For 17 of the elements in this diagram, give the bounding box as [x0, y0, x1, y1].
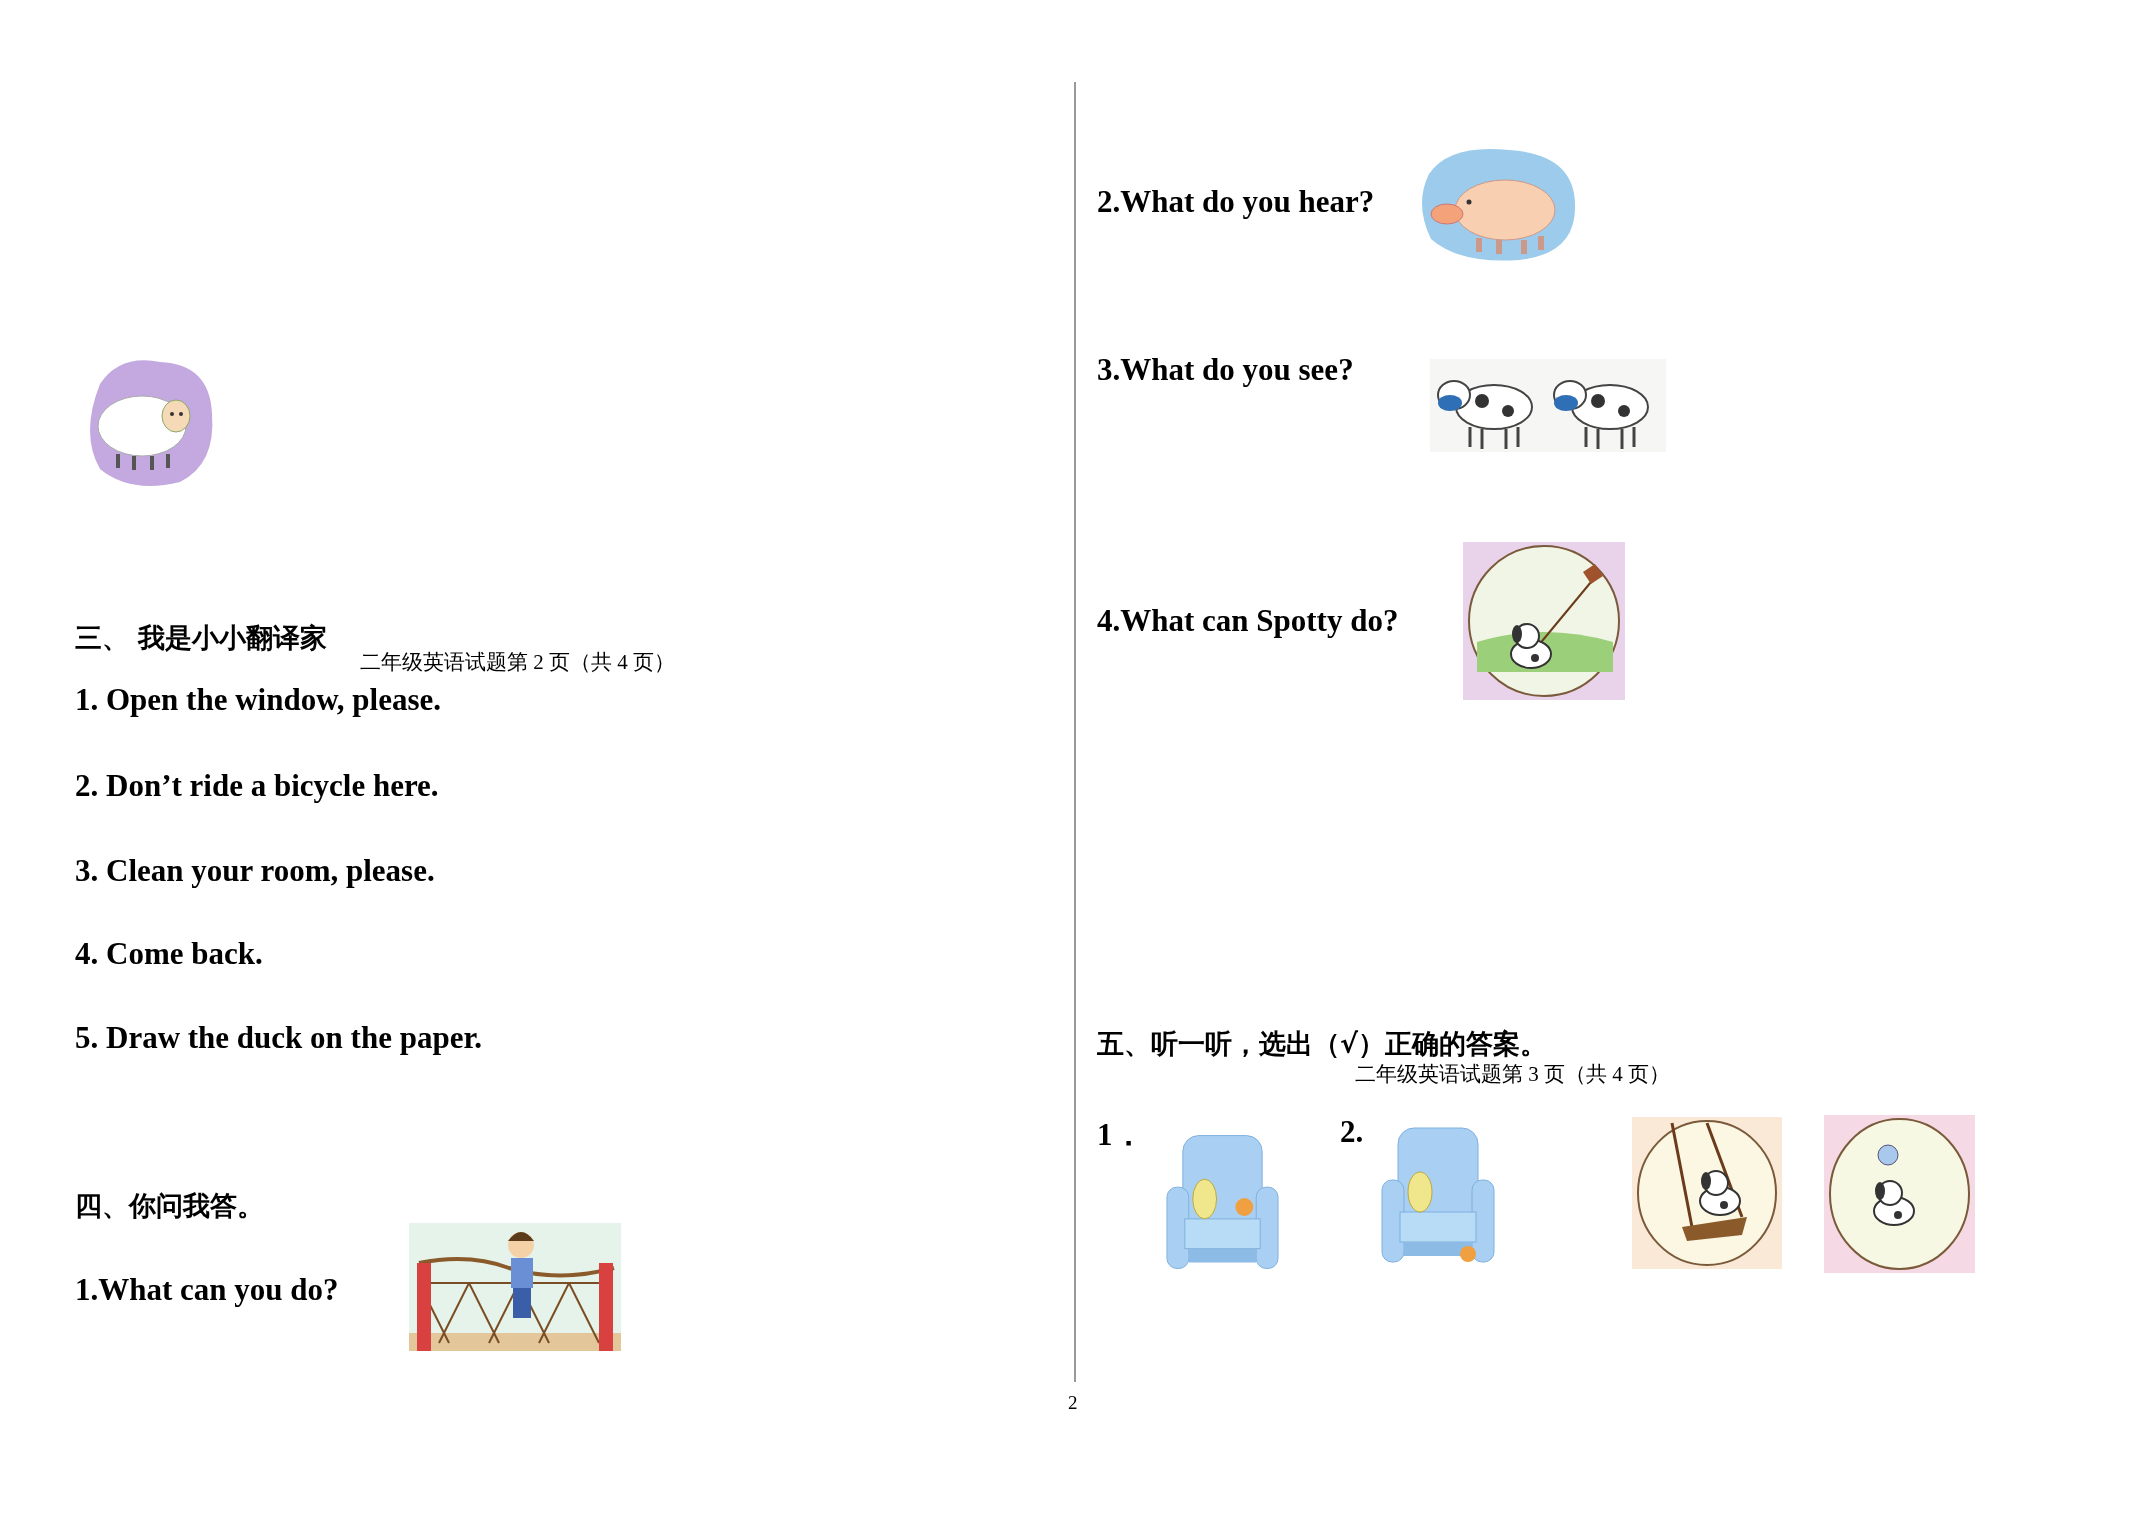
section-heading: 三、 我是小小翻译家 [75, 621, 328, 655]
section-heading: 五、听一听，选出（√）正确的答案。 [1097, 1027, 1547, 1061]
question-text: 2.What do you hear? [1097, 184, 1375, 220]
question-text: 3.What do you see? [1097, 352, 1354, 388]
question-text: 3. Clean your room, please. [75, 853, 435, 889]
section-heading: 四、你问我答。 [75, 1189, 264, 1223]
question-text: 2. [1340, 1114, 1364, 1150]
page-footer: 二年级英语试题第 3 页（共 4 页） [1355, 1060, 1670, 1088]
page-footer: 二年级英语试题第 2 页（共 4 页） [360, 648, 675, 676]
question-text: 5. Draw the duck on the paper. [75, 1020, 483, 1056]
question-text: 1. Open the window, please. [75, 682, 442, 718]
question-text: 2. Don’t ride a bicycle here. [75, 768, 439, 804]
page-number: 2 [1068, 1392, 1078, 1414]
question-text: 1． [1097, 1116, 1144, 1154]
question-text: 1.What can you do? [75, 1272, 339, 1308]
question-text: 4.What can Spotty do? [1097, 603, 1399, 639]
question-text: 4. Come back. [75, 936, 263, 972]
